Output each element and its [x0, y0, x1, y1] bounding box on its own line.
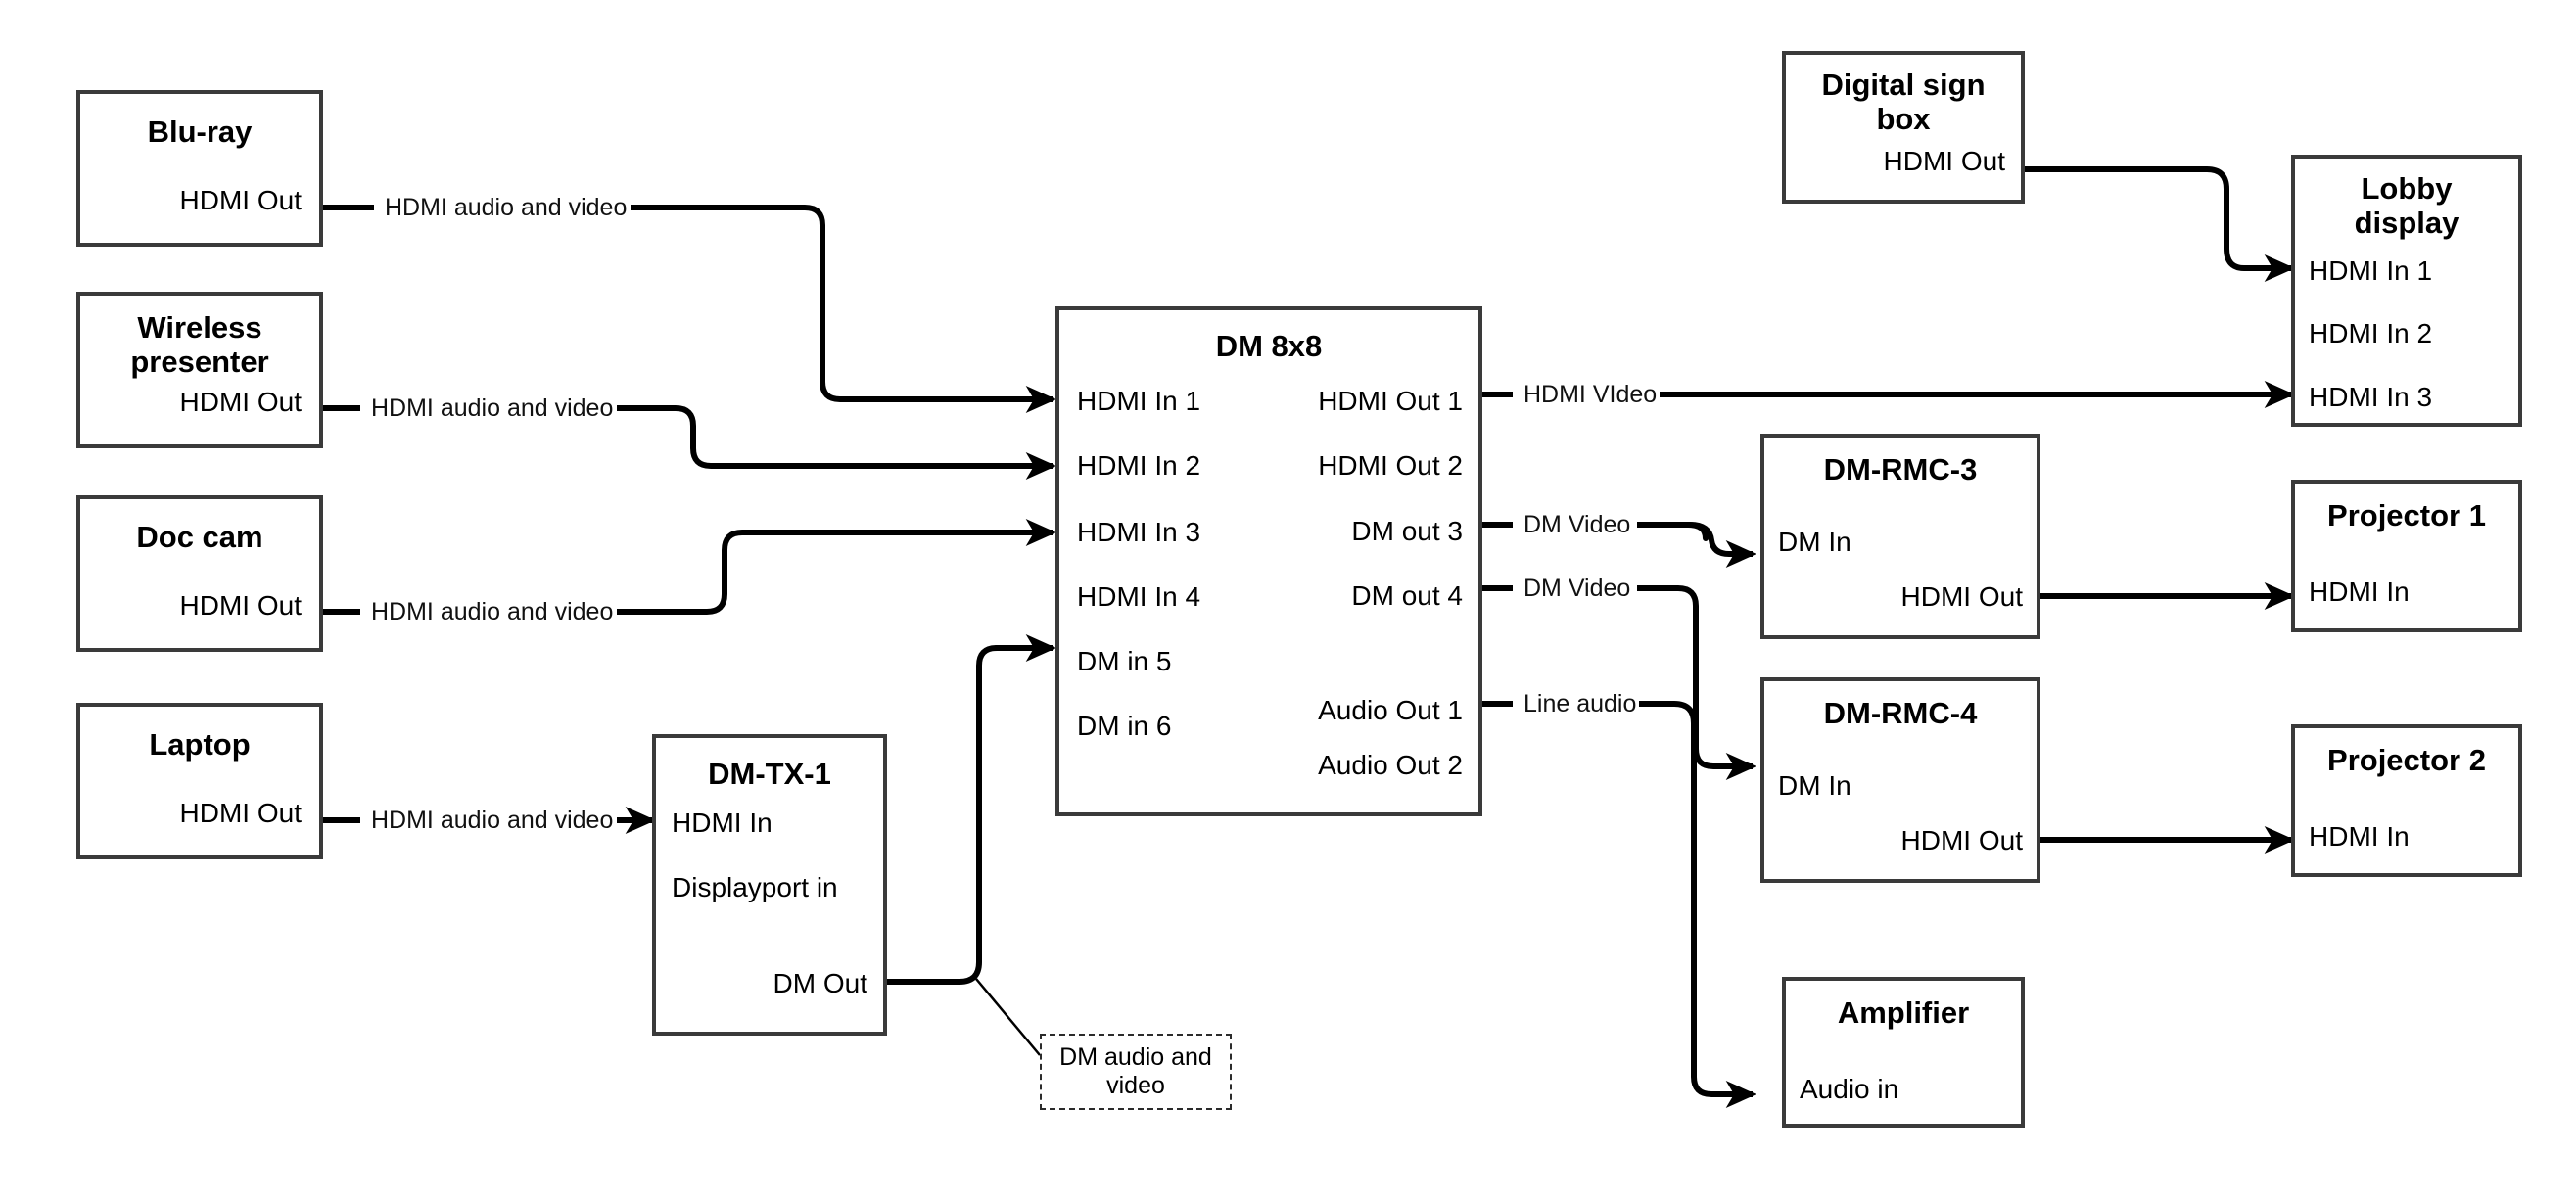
port-hdmi-out: HDMI Out	[179, 185, 302, 215]
device-projector-1[interactable]: Projector 1 HDMI In	[2291, 480, 2522, 632]
edge-label-dm-out-3: DM Video	[1521, 513, 1634, 537]
port-audio-out-2: Audio Out 2	[1318, 750, 1463, 780]
callout-text: DM audio and video	[1059, 1042, 1212, 1100]
device-digital-sign-box[interactable]: Digital sign box HDMI Out	[1782, 51, 2025, 204]
device-title: Digital sign box	[1821, 68, 1986, 136]
device-amplifier[interactable]: Amplifier Audio in	[1782, 977, 2025, 1128]
edge-label-laptop: HDMI audio and video	[368, 808, 617, 833]
port-dm-in: DM In	[1778, 527, 1851, 557]
device-dm-rmc-4[interactable]: DM-RMC-4 DM In HDMI Out	[1760, 677, 2040, 883]
wire-digitalsign-to-lobby	[2017, 166, 2295, 283]
device-dm-rmc-3[interactable]: DM-RMC-3 DM In HDMI Out	[1760, 434, 2040, 639]
port-hdmi-out: HDMI Out	[179, 387, 302, 417]
port-dm-out-3: DM out 3	[1351, 516, 1463, 546]
device-title: DM 8x8	[1215, 329, 1323, 363]
edge-label-doccam: HDMI audio and video	[368, 600, 617, 624]
edge-label-hdmi-out-1: HDMI VIdeo	[1521, 383, 1661, 407]
device-doc-cam[interactable]: Doc cam HDMI Out	[76, 495, 323, 652]
port-dm-in: DM In	[1778, 770, 1851, 801]
port-dm-in-5: DM in 5	[1077, 646, 1172, 676]
device-title: DM-RMC-4	[1823, 696, 1978, 730]
wire-doccam-to-dm8x8-run	[617, 518, 1056, 615]
device-title: DM-TX-1	[708, 757, 831, 791]
wire-dm8x8-dmout3-run	[1637, 522, 1709, 541]
port-hdmi-in-2: HDMI In 2	[2309, 318, 2433, 348]
edge-label-wireless: HDMI audio and video	[368, 396, 617, 421]
port-hdmi-in-2: HDMI In 2	[1077, 450, 1201, 481]
device-title: DM-RMC-3	[1823, 452, 1978, 486]
wire-bluray-to-dm8x8-run	[631, 205, 1056, 414]
wire-dmtx1-to-dm8x8	[887, 633, 1056, 985]
edge-label-bluray: HDMI audio and video	[382, 196, 631, 220]
port-dm-out: DM Out	[773, 968, 867, 998]
port-hdmi-in-4: HDMI In 4	[1077, 581, 1201, 612]
device-title: Blu-ray	[147, 115, 253, 149]
device-dm-tx-1[interactable]: DM-TX-1 HDMI In Displayport in DM Out	[652, 734, 887, 1036]
device-title: Projector 1	[2327, 498, 2486, 532]
port-hdmi-out: HDMI Out	[1883, 146, 2005, 176]
device-title: Doc cam	[136, 520, 263, 554]
port-dm-out-4: DM out 4	[1351, 580, 1463, 611]
port-hdmi-out: HDMI Out	[179, 590, 302, 621]
wire-wireless-to-dm8x8-run	[617, 405, 1056, 481]
port-hdmi-in: HDMI In	[672, 808, 773, 838]
device-dm-8x8[interactable]: DM 8x8 HDMI In 1 HDMI In 2 HDMI In 3 HDM…	[1055, 306, 1482, 816]
port-audio-out-1: Audio Out 1	[1318, 695, 1463, 725]
device-wireless-presenter[interactable]: Wireless presenter HDMI Out	[76, 292, 323, 448]
port-hdmi-out: HDMI Out	[1900, 825, 2023, 855]
wire-dm8x8-audioout1-run	[1633, 701, 1756, 1109]
port-hdmi-in-1: HDMI In 1	[1077, 386, 1201, 416]
device-title: Laptop	[149, 727, 251, 762]
port-hdmi-in-1: HDMI In 1	[2309, 255, 2433, 286]
edge-label-dm-out-4: DM Video	[1521, 577, 1634, 601]
device-title: Projector 2	[2327, 743, 2486, 777]
port-hdmi-out-1: HDMI Out 1	[1318, 386, 1463, 416]
port-displayport-in: Displayport in	[672, 872, 838, 902]
device-projector-2[interactable]: Projector 2 HDMI In	[2291, 724, 2522, 877]
device-laptop[interactable]: Laptop HDMI Out	[76, 703, 323, 859]
port-hdmi-in: HDMI In	[2309, 577, 2410, 607]
callout-dm-audio-and-video: DM audio and video	[1040, 1034, 1232, 1110]
device-title: Amplifier	[1837, 995, 1970, 1030]
port-hdmi-out: HDMI Out	[179, 798, 302, 828]
device-title: Lobby display	[2354, 171, 2459, 240]
device-lobby-display[interactable]: Lobby display HDMI In 1 HDMI In 2 HDMI I…	[2291, 155, 2522, 427]
port-hdmi-in: HDMI In	[2309, 821, 2410, 852]
callout-leader-line	[975, 978, 1041, 1056]
port-hdmi-out-2: HDMI Out 2	[1318, 450, 1463, 481]
wire-dm8x8-dmout3-arrow	[1637, 522, 1756, 569]
wire-dm8x8-dmout4-run	[1637, 585, 1756, 781]
port-hdmi-in-3: HDMI In 3	[2309, 382, 2433, 412]
port-audio-in: Audio in	[1800, 1074, 1899, 1104]
port-hdmi-out: HDMI Out	[1900, 581, 2023, 612]
edge-label-audio-out-1: Line audio	[1521, 692, 1640, 716]
port-hdmi-in-3: HDMI In 3	[1077, 517, 1201, 547]
device-title: Wireless presenter	[130, 310, 269, 379]
port-dm-in-6: DM in 6	[1077, 711, 1172, 741]
device-bluray[interactable]: Blu-ray HDMI Out	[76, 90, 323, 247]
